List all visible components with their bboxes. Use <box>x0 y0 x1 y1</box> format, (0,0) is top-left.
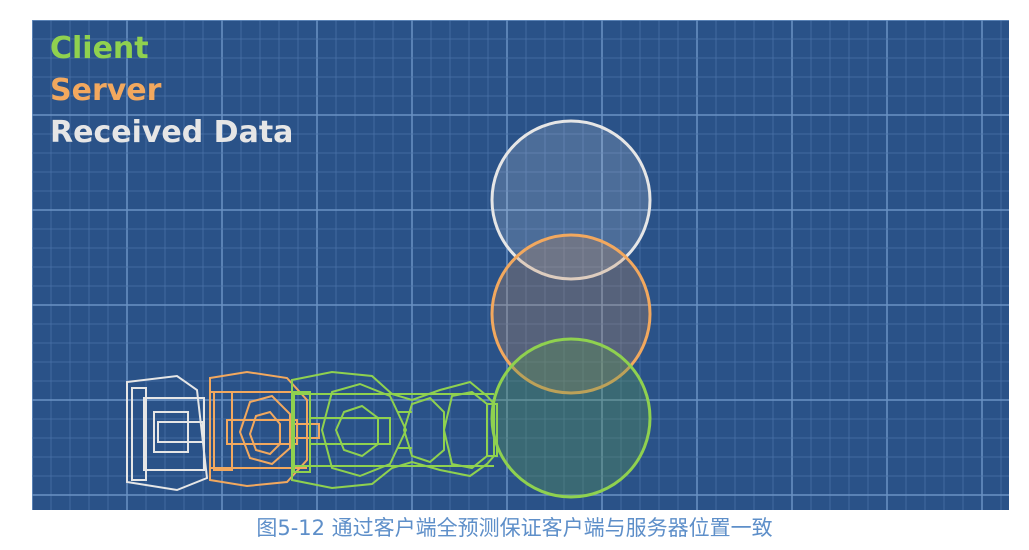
legend: Client Server Received Data <box>50 28 293 154</box>
scene <box>126 119 652 499</box>
client-tank <box>291 370 498 490</box>
legend-server: Server <box>50 73 162 108</box>
blueprint-grid <box>32 20 1009 510</box>
received-data-tank <box>126 374 209 492</box>
received-data-circle <box>490 119 652 281</box>
legend-client: Client <box>50 31 149 66</box>
server-tank <box>209 370 320 488</box>
diagram-canvas: Client Server Received Data <box>32 20 1009 510</box>
figure-caption: 图5-12 通过客户端全预测保证客户端与服务器位置一致 <box>256 516 773 540</box>
legend-received-data: Received Data <box>50 115 294 150</box>
client-circle <box>490 337 652 499</box>
server-circle <box>490 233 652 395</box>
